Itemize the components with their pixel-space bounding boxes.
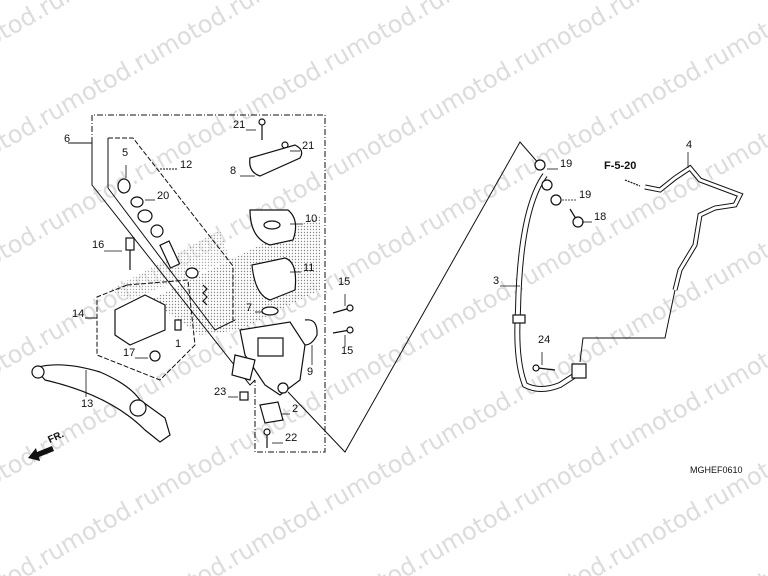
part-label-19[interactable]: 19 bbox=[560, 158, 573, 170]
part-label-12[interactable]: 12 bbox=[180, 159, 193, 171]
part-label-13[interactable]: 13 bbox=[81, 398, 94, 410]
part-label-15[interactable]: 15 bbox=[341, 345, 354, 357]
part-label-11[interactable]: 11 bbox=[303, 262, 315, 274]
leader-lines bbox=[85, 129, 689, 444]
part-label-1[interactable]: 1 bbox=[175, 338, 182, 350]
part-label-24[interactable]: 24 bbox=[538, 334, 551, 346]
part-label-20[interactable]: 20 bbox=[157, 190, 170, 202]
part-label-2[interactable]: 2 bbox=[292, 403, 299, 415]
part-label-7[interactable]: 7 bbox=[246, 302, 253, 314]
part-label-10[interactable]: 10 bbox=[305, 213, 318, 225]
part-label-21[interactable]: 21 bbox=[302, 140, 315, 152]
part-label-14[interactable]: 14 bbox=[72, 308, 85, 320]
part-label-19[interactable]: 19 bbox=[579, 189, 592, 201]
part-label-5[interactable]: 5 bbox=[122, 147, 129, 159]
hose-routing-lines bbox=[287, 141, 676, 453]
part-label-23[interactable]: 23 bbox=[214, 386, 227, 398]
assembly-frame-6 bbox=[68, 114, 326, 453]
part-label-16[interactable]: 16 bbox=[92, 239, 105, 251]
part-label-15[interactable]: 15 bbox=[338, 276, 351, 288]
part-label-8[interactable]: 8 bbox=[230, 165, 237, 177]
part-label-6[interactable]: 6 bbox=[64, 133, 71, 145]
reference-link-label[interactable]: F-5-20 bbox=[604, 160, 637, 172]
parts bbox=[31, 118, 744, 448]
part-label-21[interactable]: 21 bbox=[233, 119, 246, 131]
part-label-9[interactable]: 9 bbox=[307, 366, 314, 378]
part-label-17[interactable]: 17 bbox=[123, 347, 136, 359]
part-label-4[interactable]: 4 bbox=[686, 139, 693, 151]
piston-kit-frame-12 bbox=[107, 137, 236, 331]
diagram-code: MGHEF0610 bbox=[690, 465, 743, 475]
switch-frame-14 bbox=[85, 279, 196, 381]
part-label-3[interactable]: 3 bbox=[493, 275, 500, 287]
part-label-18[interactable]: 18 bbox=[594, 211, 607, 223]
front-direction-arrow bbox=[28, 446, 54, 461]
part-label-22[interactable]: 22 bbox=[285, 432, 298, 444]
